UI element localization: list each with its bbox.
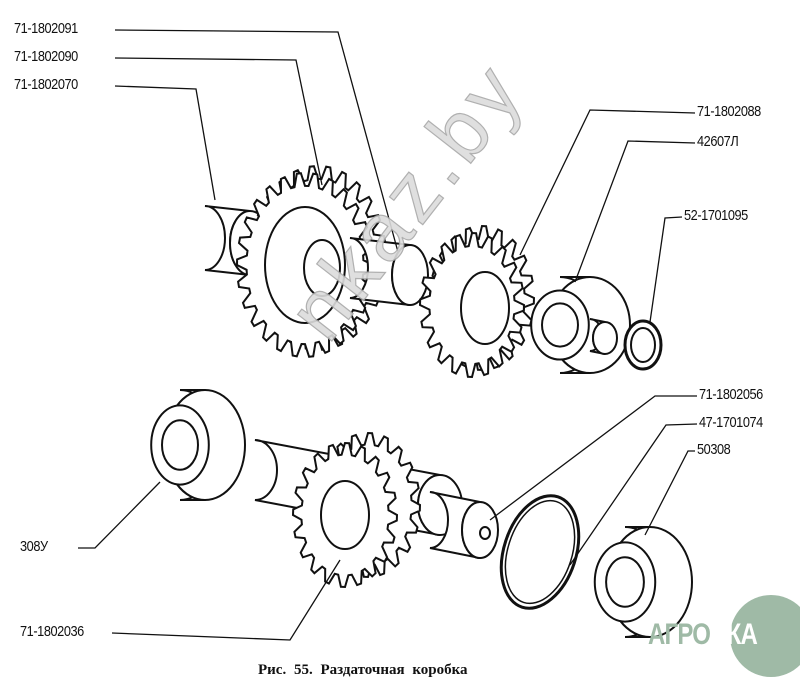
snap-ring-inner xyxy=(630,327,656,363)
part-label: 71-1802070 xyxy=(14,76,78,93)
leader-line xyxy=(519,109,696,256)
part-label: 71-1802036 xyxy=(20,623,84,640)
logo-text-left: АГРО xyxy=(648,618,711,651)
part-label: 50308 xyxy=(697,441,731,458)
shaft-71-1802091-end xyxy=(391,244,429,306)
part-label: 71-1802091 xyxy=(14,20,78,37)
part-label: 308У xyxy=(20,538,48,555)
part-label: 71-1802056 xyxy=(699,386,763,403)
logo-circle xyxy=(730,595,800,677)
gear-bore xyxy=(303,239,341,297)
logo-text-right: НКА xyxy=(710,618,758,651)
leader-line xyxy=(111,559,341,641)
leader-line xyxy=(574,140,696,283)
logo: АГРОНКА xyxy=(648,618,758,652)
part-label: 71-1802090 xyxy=(14,48,78,65)
leader-line xyxy=(78,481,161,549)
retaining-ring-47-1701074 xyxy=(499,494,581,610)
shaft-end-end xyxy=(592,321,618,355)
figure-caption: Рис. 55. Раздаточная коробка xyxy=(258,662,468,678)
leader-line xyxy=(114,57,323,186)
leader-line xyxy=(644,450,695,536)
part-label: 42607Л xyxy=(697,133,739,150)
leader-line xyxy=(114,29,399,253)
leader-line xyxy=(649,216,683,323)
part-label: 71-1802088 xyxy=(697,103,761,120)
gear-lower-hub xyxy=(320,480,370,550)
bearing-50308-bore xyxy=(605,556,645,608)
part-label: 52-1701095 xyxy=(684,207,748,224)
part-label: 47-1701074 xyxy=(699,414,763,431)
gear-2-hub xyxy=(460,271,510,345)
leader-line xyxy=(489,395,697,521)
leader-line xyxy=(569,423,698,566)
bearing-42607L-bore xyxy=(541,302,579,348)
shaft-hole xyxy=(479,526,491,540)
leader-line xyxy=(114,85,216,201)
bearing-308U-bore xyxy=(161,419,199,471)
retaining-ring-inner xyxy=(504,499,576,605)
